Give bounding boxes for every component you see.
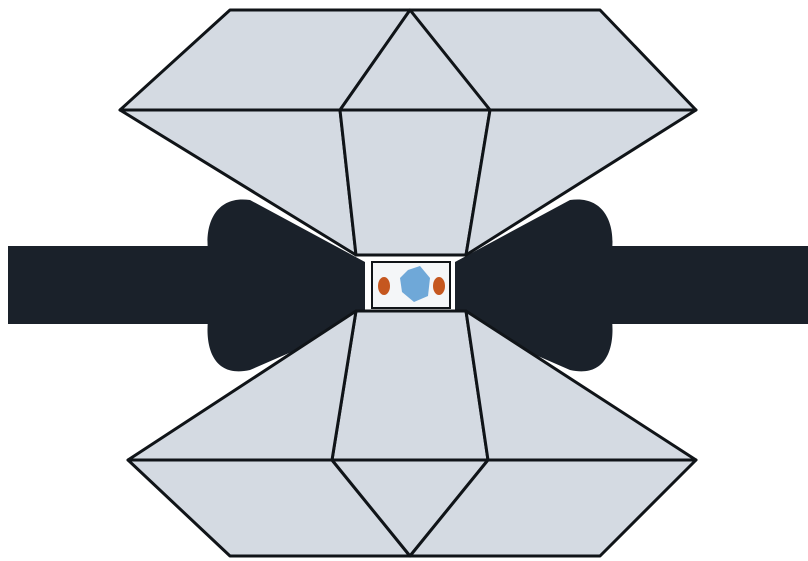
lower-anvil-facet bbox=[332, 311, 488, 460]
gasket-rod-right bbox=[600, 246, 808, 324]
ruby-marker-left bbox=[378, 277, 390, 295]
ruby-marker-right bbox=[433, 277, 445, 295]
upper-anvil-facet bbox=[340, 110, 490, 255]
upper-diamond-anvil bbox=[120, 10, 696, 255]
gasket-rod-left bbox=[8, 246, 220, 324]
sample-chamber-group bbox=[372, 262, 450, 308]
